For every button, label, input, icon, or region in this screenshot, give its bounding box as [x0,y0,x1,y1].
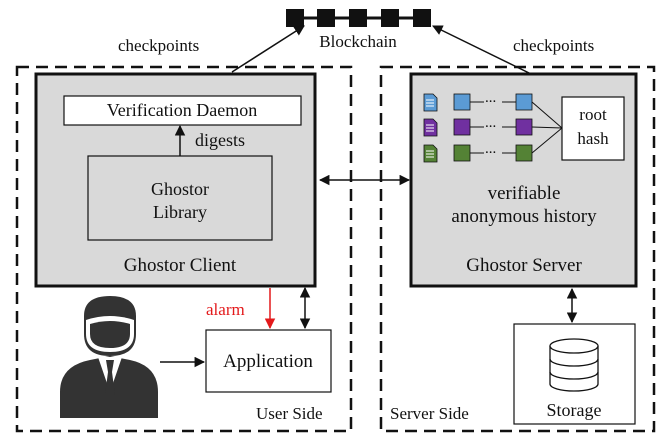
blockchain-label: Blockchain [319,32,397,51]
history-row-purple [423,118,533,137]
checkpoints-left-label: checkpoints [118,36,200,55]
server-side-label: Server Side [390,404,469,423]
verifiable-history-label-line1: verifiable [487,183,561,204]
root-hash-label-line2: hash [577,129,609,148]
ellipsis-row-1: ... [485,90,497,106]
storage-label: Storage [546,400,602,420]
checkpoints-left-arrow [231,25,305,73]
user-side-region [15,65,353,433]
history-row-green [423,144,533,163]
ghostor-library-label-line1: Ghostor [151,179,209,199]
digests-label: digests [195,130,246,150]
ghostor-client-label: Ghostor Client [123,255,237,276]
application-box [205,329,332,393]
ghostor-library-box [87,155,273,241]
user-side-label: User Side [256,404,323,423]
checkpoints-right-label: checkpoints [513,36,595,55]
database-icon [549,338,599,392]
blockchain-chain-icon [286,9,431,27]
verifiable-history-label-line2: anonymous history [451,206,597,227]
ellipsis-row-3: ... [485,141,497,157]
verification-daemon-box [63,95,302,126]
verification-daemon-label: Verification Daemon [106,100,258,120]
ghostor-library-label-line2: Library [153,202,207,222]
application-label: Application [223,351,313,372]
root-hash-label-line1: root [579,105,607,124]
alarm-label: alarm [206,300,245,319]
ellipsis-row-2: ... [485,115,497,131]
person-silhouette-icon [60,296,158,418]
ghostor-server-label: Ghostor Server [466,255,582,276]
